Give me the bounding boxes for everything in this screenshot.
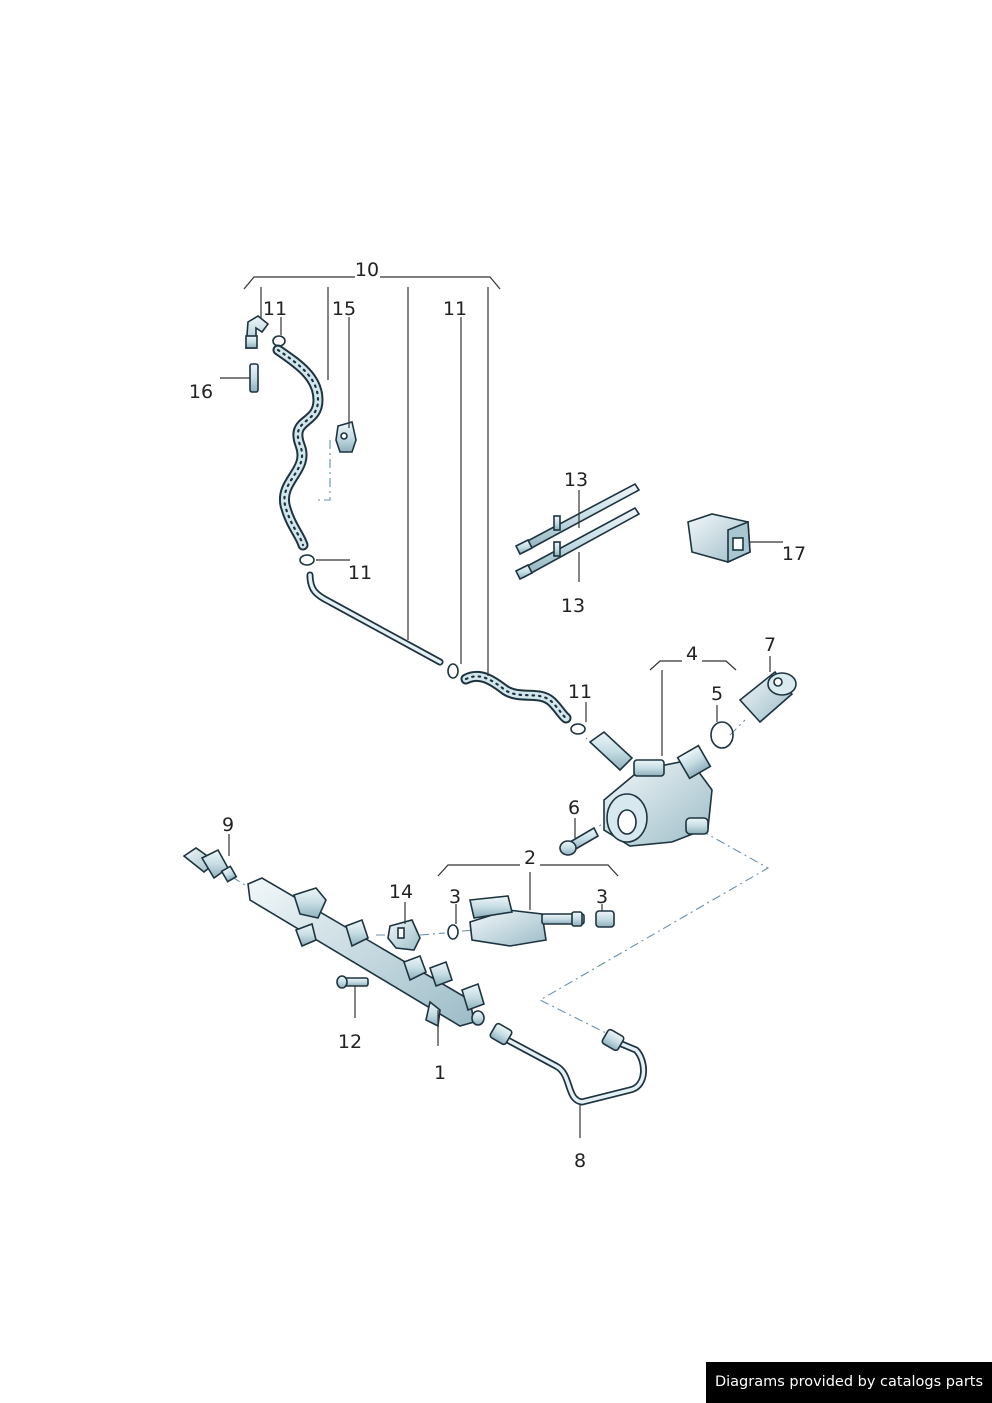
- fuel-rail-part: [247, 877, 485, 1028]
- callout-6: 6: [568, 797, 580, 819]
- callout-14: 14: [389, 881, 413, 903]
- rail-bolt-part: [336, 975, 369, 989]
- callout-labels: 10 11 15 11 16 11 13 13 17 4 7 11 5 6 9 …: [189, 259, 806, 1172]
- callout-4: 4: [686, 643, 698, 665]
- callout-11-pump: 11: [568, 681, 592, 703]
- callout-8: 8: [574, 1150, 586, 1172]
- injector-seal-part: [447, 924, 459, 940]
- callout-3-right: 3: [596, 886, 608, 908]
- hose-holder-part: [335, 420, 357, 453]
- hose-clamp-parts: [272, 335, 586, 735]
- damper-block-part: [687, 513, 751, 564]
- injector-seal-sleeve-part: [595, 910, 615, 928]
- callout-13-bottom: 13: [561, 595, 585, 617]
- callout-10: 10: [355, 259, 379, 281]
- callout-16: 16: [189, 381, 213, 403]
- callout-7: 7: [764, 634, 776, 656]
- elbow-connector-part: [245, 315, 270, 393]
- callout-1: 1: [434, 1062, 446, 1084]
- catalog-watermark: Diagrams provided by catalogs parts: [706, 1362, 992, 1403]
- callout-11-top-left: 11: [263, 298, 287, 320]
- callout-15: 15: [332, 298, 356, 320]
- callout-5: 5: [711, 683, 723, 705]
- callout-12: 12: [338, 1031, 362, 1053]
- tappet-cup-part: [738, 670, 797, 724]
- callout-11-top-right: 11: [443, 298, 467, 320]
- assembly-guide-lines: [231, 440, 770, 1036]
- bolt-part: [559, 826, 600, 856]
- pressure-line-part: [489, 1022, 647, 1106]
- fuel-injector-part: [469, 895, 585, 947]
- injector-clip-part: [387, 919, 421, 951]
- callout-13-top: 13: [564, 469, 588, 491]
- callout-2: 2: [524, 847, 536, 869]
- leader-lines: [220, 276, 783, 1138]
- high-pressure-pump-part: [588, 730, 713, 847]
- callout-3-left: 3: [449, 886, 461, 908]
- pressure-sensor-part: [182, 847, 238, 883]
- o-ring-part: [710, 721, 734, 749]
- callout-17: 17: [782, 543, 806, 565]
- callout-11-middle: 11: [348, 562, 372, 584]
- fuel-hose-assembly: [272, 344, 572, 724]
- cable-tie-parts: [514, 482, 641, 581]
- callout-9: 9: [222, 814, 234, 836]
